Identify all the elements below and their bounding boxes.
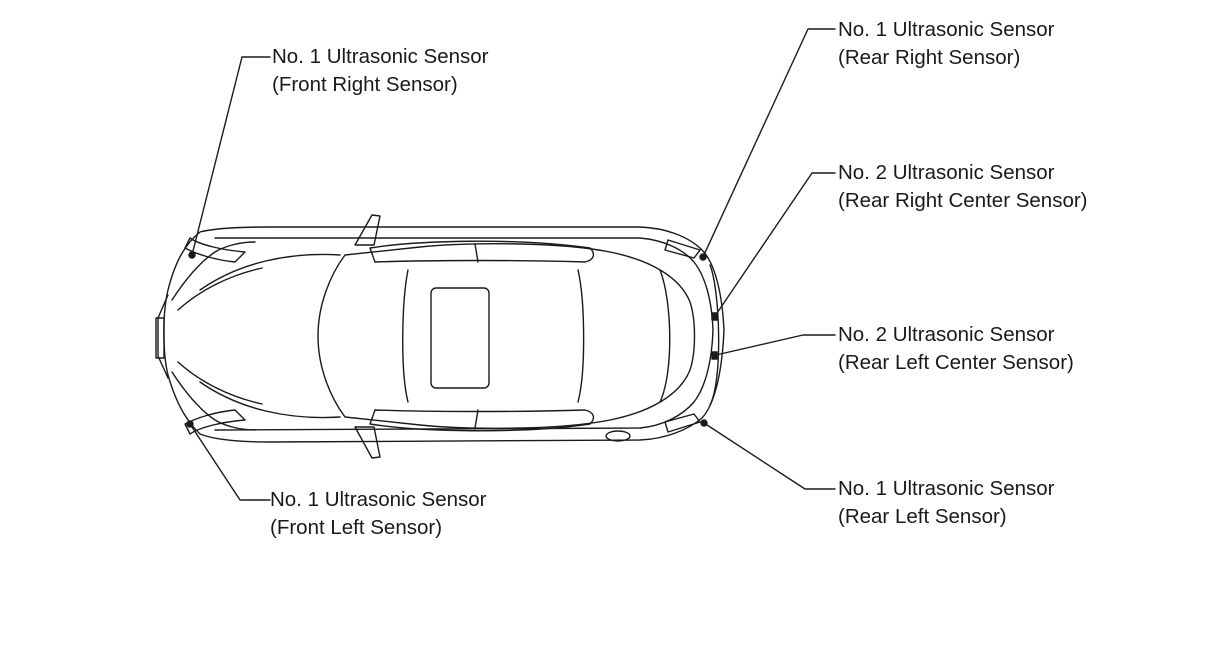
label-front-left-line1: No. 1 Ultrasonic Sensor xyxy=(270,488,487,511)
front-fascia-upper xyxy=(171,241,256,301)
label-rear-left-center-line2: (Rear Left Center Sensor) xyxy=(838,351,1074,374)
front-bumper xyxy=(157,294,169,379)
rear-window-edge xyxy=(577,269,585,403)
windshield-rear-edge xyxy=(402,269,409,403)
rear-bumper xyxy=(709,264,720,406)
label-rear-right-sensor: No. 1 Ultrasonic Sensor (Rear Right Sens… xyxy=(838,16,1054,72)
rear-deck-line xyxy=(659,269,671,403)
sunroof xyxy=(430,287,490,389)
front-fascia-lower xyxy=(171,371,256,431)
taillight-left xyxy=(664,413,701,433)
label-rear-right-center-line1: No. 2 Ultrasonic Sensor xyxy=(838,161,1055,184)
taillight-right xyxy=(664,239,701,259)
label-rear-left-center-sensor: No. 2 Ultrasonic Sensor (Rear Left Cente… xyxy=(838,321,1074,377)
side-window-right xyxy=(369,240,595,263)
leader-line-front-left xyxy=(189,423,271,501)
headlight-left xyxy=(184,409,246,435)
fuel-door xyxy=(605,430,631,442)
leader-line-rear-right xyxy=(702,28,836,258)
b-pillar-right xyxy=(474,243,479,263)
label-front-left-line2: (Front Left Sensor) xyxy=(270,516,443,539)
hood-crease xyxy=(177,267,263,405)
label-rear-right-line2: (Rear Right Sensor) xyxy=(838,46,1021,69)
car-body-contour xyxy=(214,237,714,431)
label-rear-left-line1: No. 1 Ultrasonic Sensor xyxy=(838,477,1055,500)
side-window-left xyxy=(369,409,595,432)
label-rear-left-center-line1: No. 2 Ultrasonic Sensor xyxy=(838,323,1055,346)
label-front-right-line2: (Front Right Sensor) xyxy=(272,73,458,96)
label-front-left-sensor: No. 1 Ultrasonic Sensor (Front Left Sens… xyxy=(270,486,486,542)
label-front-right-line1: No. 1 Ultrasonic Sensor xyxy=(272,45,489,68)
label-rear-right-center-line2: (Rear Right Center Sensor) xyxy=(838,189,1088,212)
mirror-right xyxy=(354,214,381,246)
leader-line-rear-right-center xyxy=(714,172,836,317)
sensor-rear-right-center-point xyxy=(711,312,718,321)
mirror-left xyxy=(354,426,381,459)
hood-line-left xyxy=(199,381,341,419)
label-rear-right-center-sensor: No. 2 Ultrasonic Sensor (Rear Right Cent… xyxy=(838,159,1088,215)
headlight-right xyxy=(184,237,246,263)
leader-line-rear-left-center xyxy=(715,334,836,356)
cabin-outline xyxy=(317,243,696,429)
car-body-outline xyxy=(163,226,725,443)
label-rear-right-line1: No. 1 Ultrasonic Sensor xyxy=(838,18,1055,41)
b-pillar-left xyxy=(474,409,479,429)
sensor-rear-left-center-point xyxy=(711,351,718,360)
leader-line-rear-left xyxy=(703,422,836,490)
label-front-right-sensor: No. 1 Ultrasonic Sensor (Front Right Sen… xyxy=(272,43,488,99)
hood-line-right xyxy=(199,253,341,291)
label-rear-left-sensor: No. 1 Ultrasonic Sensor (Rear Left Senso… xyxy=(838,475,1054,531)
front-grille xyxy=(155,317,165,359)
label-rear-left-line2: (Rear Left Sensor) xyxy=(838,505,1007,528)
leader-line-front-right xyxy=(191,56,271,256)
